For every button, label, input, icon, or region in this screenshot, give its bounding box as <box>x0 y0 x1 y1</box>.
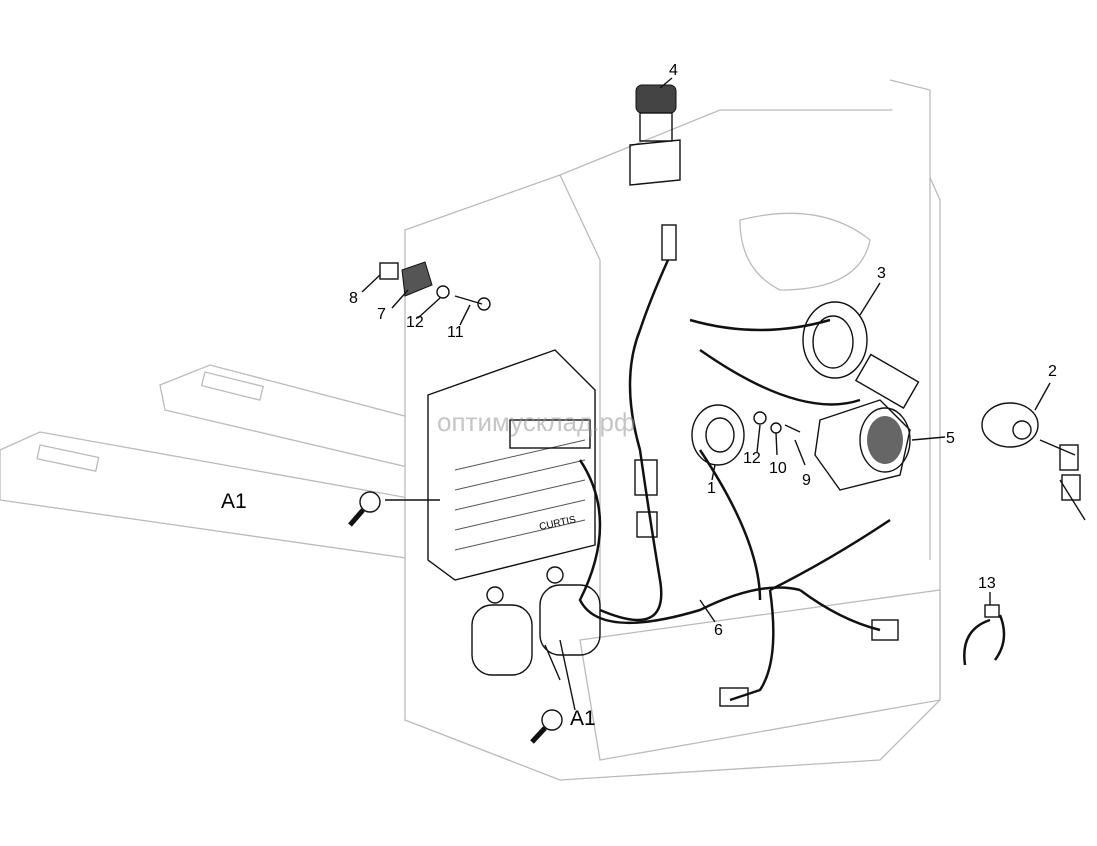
callout-12b: 12 <box>743 450 761 467</box>
horn <box>691 404 745 466</box>
battery-gauge <box>814 399 911 491</box>
key-switch <box>854 353 1086 521</box>
callout-12a: 12 <box>406 314 424 331</box>
callout-6: 6 <box>714 622 723 639</box>
callout-8: 8 <box>349 290 358 307</box>
cable-part-13 <box>963 604 1006 666</box>
callout-9: 9 <box>802 472 811 489</box>
callout-3: 3 <box>877 265 886 282</box>
mounting-ring <box>802 301 868 379</box>
contactors <box>471 566 601 676</box>
magnifier-icon <box>530 709 563 744</box>
callout-7: 7 <box>377 306 386 323</box>
view-label-a1-bottom: A1 <box>570 707 596 730</box>
clamp-parts <box>379 261 801 434</box>
view-label-a1-left: A1 <box>221 490 247 513</box>
callout-5: 5 <box>946 430 955 447</box>
callout-10: 10 <box>769 460 787 477</box>
emergency-stop-button <box>629 84 681 261</box>
callout-13: 13 <box>978 575 996 592</box>
watermark: оптимусклад.рф <box>437 407 636 437</box>
callout-11: 11 <box>447 324 464 341</box>
magnifier-icon <box>348 491 381 527</box>
fork-upper <box>159 364 421 471</box>
callout-1: 1 <box>707 480 716 497</box>
callout-2: 2 <box>1048 363 1057 380</box>
callout-4: 4 <box>669 62 678 79</box>
wiring-harness <box>578 259 899 707</box>
